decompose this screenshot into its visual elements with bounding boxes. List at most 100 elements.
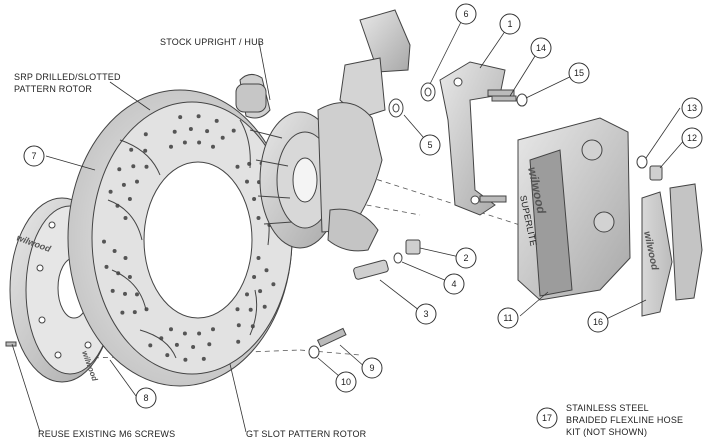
drill-hole	[121, 182, 126, 187]
drill-hole	[127, 197, 132, 201]
drill-hole	[169, 144, 173, 149]
label-gt-slot-rotor: GT SLOT PATTERN ROTOR	[246, 429, 367, 439]
drill-hole	[235, 164, 240, 169]
drill-hole	[201, 356, 206, 361]
drill-hole	[165, 353, 170, 358]
drill-hole	[108, 189, 113, 194]
svg-text:11: 11	[503, 313, 512, 323]
drill-hole	[123, 291, 127, 296]
drill-hole	[245, 179, 249, 184]
brake-pads: wilwood	[641, 183, 703, 317]
drill-hole	[262, 304, 267, 309]
callout-5: 5	[419, 134, 441, 156]
svg-text:17: 17	[542, 413, 552, 423]
svg-text:5: 5	[427, 140, 432, 150]
drill-hole	[207, 342, 212, 347]
stock-upright-hub	[235, 9, 411, 252]
svg-text:8: 8	[143, 393, 148, 403]
drill-hole	[143, 132, 148, 137]
callout-17: 17	[536, 407, 558, 429]
drill-hole	[264, 268, 269, 273]
drill-hole	[214, 118, 219, 123]
drill-hole	[135, 179, 139, 184]
drill-hole	[102, 239, 106, 244]
drill-hole	[131, 164, 136, 169]
drill-hole	[123, 216, 128, 220]
drill-hole	[205, 129, 210, 134]
drilled-slotted-rotor	[67, 89, 293, 387]
callout-7: 7	[23, 145, 45, 167]
drill-hole	[236, 339, 241, 344]
callout-bubbles: 1 6 14 15 5 13 12 7 2 4 3 11 16 9 10 8 1…	[23, 3, 703, 429]
callout-6: 6	[455, 3, 477, 25]
callout-12: 12	[681, 127, 703, 149]
callout-3: 3	[415, 303, 437, 325]
svg-text:15: 15	[574, 68, 584, 78]
svg-text:10: 10	[341, 377, 351, 387]
hardware	[5, 82, 663, 359]
callout-15: 15	[568, 62, 590, 84]
drill-hole	[231, 128, 236, 133]
callout-10: 10	[335, 371, 357, 393]
label-stock-upright: STOCK UPRIGHT / HUB	[160, 37, 264, 47]
svg-text:14: 14	[536, 43, 546, 53]
label-hose-kit-line3: KIT (NOT SHOWN)	[566, 427, 647, 437]
callout-13: 13	[681, 97, 703, 119]
label-srp-rotor-line1: SRP DRILLED/SLOTTED	[14, 72, 121, 82]
drill-hole	[197, 140, 202, 145]
drill-hole	[123, 256, 128, 260]
drill-hole	[132, 310, 137, 315]
drill-hole	[110, 288, 115, 293]
caliper-mounting-bracket	[439, 61, 515, 216]
drill-hole	[182, 331, 187, 336]
drill-hole	[169, 327, 173, 332]
callout-9: 9	[361, 357, 383, 379]
drill-hole	[174, 342, 179, 347]
drill-hole	[252, 275, 257, 279]
svg-text:13: 13	[687, 103, 697, 113]
svg-text:1: 1	[507, 19, 512, 29]
drill-hole	[191, 345, 196, 349]
callout-8: 8	[135, 387, 157, 409]
drill-hole	[236, 323, 241, 328]
label-srp-rotor-line2: PATTERN ROTOR	[14, 84, 92, 94]
drill-hole	[258, 289, 263, 294]
svg-text:12: 12	[687, 133, 697, 143]
drill-hole	[211, 327, 215, 332]
drill-hole	[112, 249, 117, 253]
drill-hole	[256, 216, 261, 220]
caliper: wilwood SUPERLITE	[517, 117, 631, 301]
drill-hole	[143, 148, 148, 153]
callout-14: 14	[530, 37, 552, 59]
callout-2: 2	[455, 247, 477, 269]
svg-text:3: 3	[423, 309, 428, 319]
svg-text:4: 4	[451, 279, 456, 289]
callout-1: 1	[499, 13, 521, 35]
drill-hole	[178, 115, 183, 120]
drill-hole	[183, 357, 188, 362]
drill-hole	[172, 129, 177, 134]
drill-hole	[135, 292, 139, 297]
drill-hole	[148, 343, 153, 348]
drill-hole	[235, 307, 240, 312]
drill-hole	[196, 114, 201, 119]
drill-hole	[248, 307, 253, 312]
svg-text:16: 16	[593, 317, 603, 327]
svg-text:2: 2	[463, 253, 468, 263]
drill-hole	[245, 292, 249, 297]
label-hose-kit-line2: BRAIDED FLEXLINE HOSE	[566, 415, 683, 425]
drill-hole	[144, 164, 149, 169]
callout-4: 4	[443, 273, 465, 295]
drill-hole	[252, 197, 257, 201]
drill-hole	[117, 167, 122, 172]
drill-hole	[120, 310, 125, 315]
callout-16: 16	[587, 311, 609, 333]
text-labels: STOCK UPRIGHT / HUB SRP DRILLED/SLOTTED …	[14, 37, 683, 439]
drill-hole	[197, 331, 202, 336]
drill-hole	[182, 140, 187, 145]
svg-text:6: 6	[463, 9, 468, 19]
drill-hole	[211, 144, 215, 149]
label-reuse-screws: REUSE EXISTING M6 SCREWS	[38, 429, 175, 439]
drill-hole	[104, 264, 109, 269]
